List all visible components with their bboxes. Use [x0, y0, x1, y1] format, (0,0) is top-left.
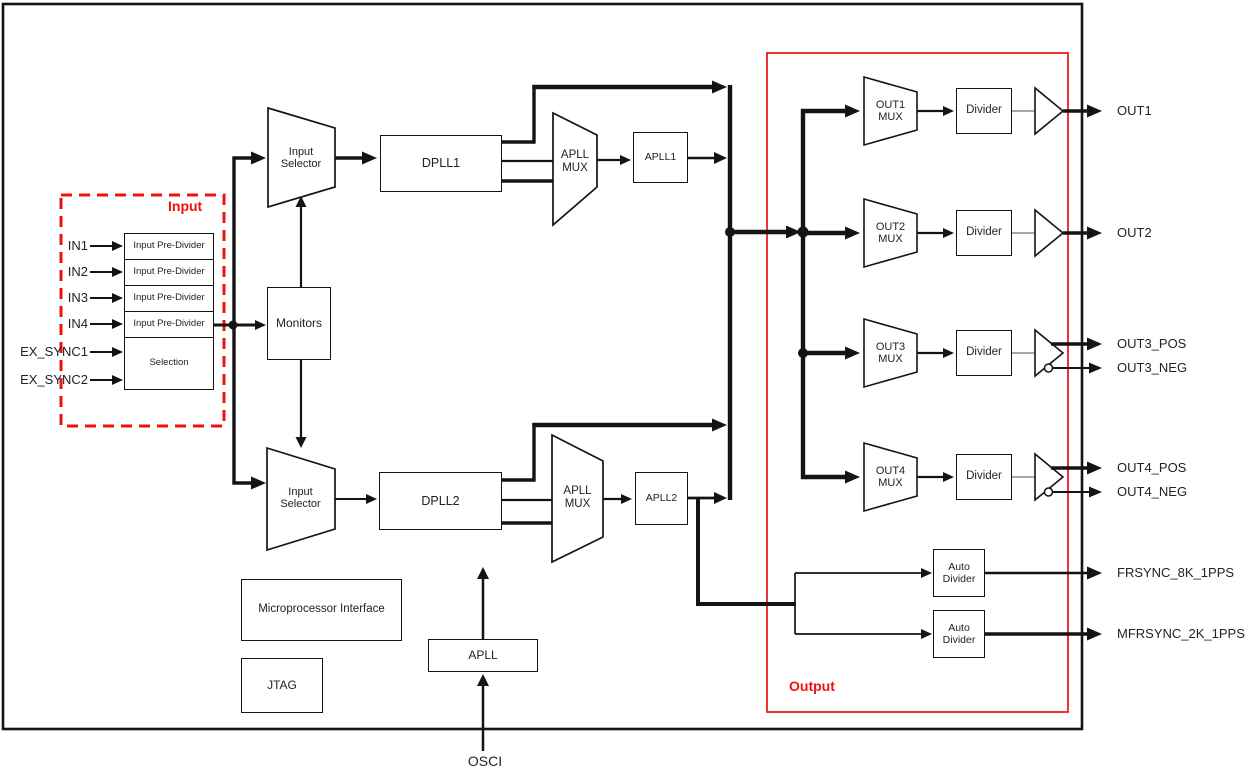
divider-out4-block: Divider — [956, 454, 1012, 500]
apll-block: APLL — [428, 639, 538, 672]
in2-label: IN2 — [67, 264, 88, 279]
divider-out2-block: Divider — [956, 210, 1012, 256]
osci-label: OSCI — [467, 753, 503, 769]
out3-mux-label: OUT3 MUX — [875, 340, 906, 365]
input-selector-top-label: Input Selector — [280, 145, 322, 170]
apll-mux-bottom-label: APLL MUX — [563, 485, 592, 510]
auto-divider-frsync-block: Auto Divider — [933, 549, 985, 597]
microprocessor-interface-block: Microprocessor Interface — [241, 579, 402, 641]
out2-mux-shape — [863, 197, 918, 269]
input-signal-arrowheads — [112, 241, 123, 385]
out2-buffer — [1034, 208, 1065, 258]
divider-out3-block: Divider — [956, 330, 1012, 376]
out1-label: OUT1 — [1117, 103, 1152, 118]
out4-pos-label: OUT4_POS — [1117, 460, 1187, 475]
dpll1-block: DPLL1 — [380, 135, 502, 192]
selection-block: Selection — [124, 337, 214, 390]
out1-mux-label: OUT1 MUX — [875, 98, 906, 123]
out4-mux-shape — [863, 441, 918, 513]
out3-mux-shape — [863, 317, 918, 389]
auto-divider-mfrsync-block: Auto Divider — [933, 610, 985, 658]
in1-label: IN1 — [67, 238, 88, 253]
output-region-border — [766, 52, 1069, 713]
out4-mux-label: OUT4 MUX — [875, 464, 906, 489]
out2-label: OUT2 — [1117, 225, 1152, 240]
divider-out1-block: Divider — [956, 88, 1012, 134]
out3-pos-label: OUT3_POS — [1117, 336, 1187, 351]
ex-sync2-label: EX_SYNC2 — [20, 372, 88, 387]
dpll2-block: DPLL2 — [379, 472, 502, 530]
input-section-title: Input — [168, 198, 203, 214]
mfrsync-label: MFRSYNC_2K_1PPS — [1117, 626, 1245, 641]
apll-mux-top-label: APLL MUX — [560, 149, 590, 174]
apll2-block: APLL2 — [635, 472, 688, 525]
input-selector-top-shape — [267, 106, 336, 209]
apll-mux-bottom-shape — [551, 433, 604, 564]
frsync-label: FRSYNC_8K_1PPS — [1117, 565, 1235, 580]
input-signal-arrows — [90, 245, 113, 381]
pre-divider-row-2: Input Pre-Divider — [124, 259, 214, 286]
input-selector-bottom-label: Input Selector — [280, 485, 321, 510]
in4-label: IN4 — [67, 316, 88, 331]
out2-mux-label: OUT2 MUX — [875, 220, 906, 245]
pre-divider-row-4: Input Pre-Divider — [124, 311, 214, 338]
in3-label: IN3 — [67, 290, 88, 305]
apll-mux-top-shape — [552, 111, 598, 227]
apll1-block: APLL1 — [633, 132, 688, 183]
pre-divider-row-1: Input Pre-Divider — [124, 233, 214, 260]
out4-neg-label: OUT4_NEG — [1117, 484, 1188, 499]
input-selector-bottom-shape — [266, 446, 336, 552]
monitors-block: Monitors — [267, 287, 331, 360]
input-region-border — [59, 193, 226, 428]
jtag-block: JTAG — [241, 658, 323, 713]
out3-neg-label: OUT3_NEG — [1117, 360, 1188, 375]
chip-border — [1, 2, 1084, 731]
out1-buffer — [1034, 86, 1065, 136]
output-section-title: Output — [789, 678, 835, 694]
out1-mux-shape — [863, 75, 918, 147]
pre-divider-row-3: Input Pre-Divider — [124, 285, 214, 312]
ex-sync1-label: EX_SYNC1 — [20, 344, 88, 359]
